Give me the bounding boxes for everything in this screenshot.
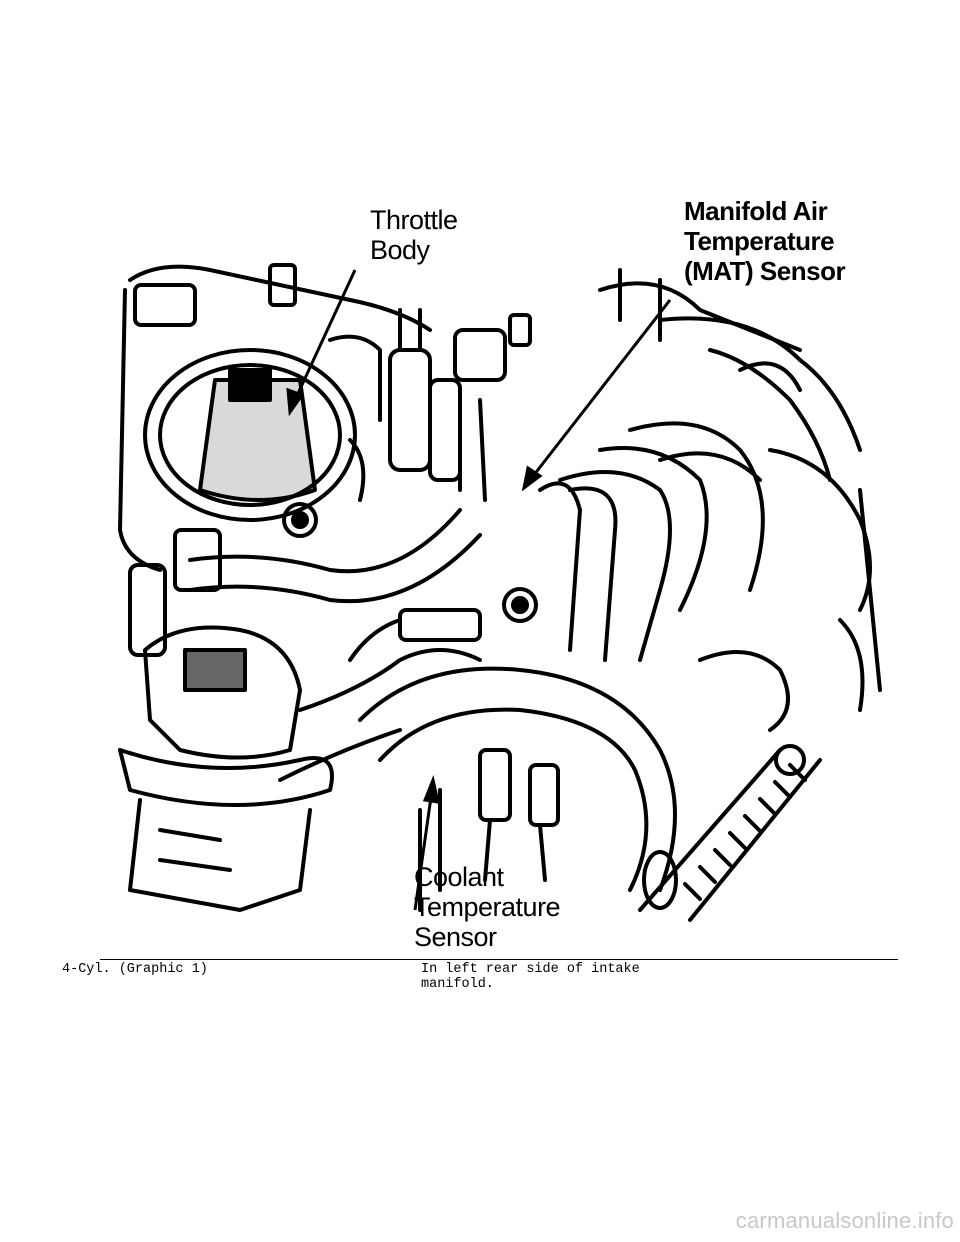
coolant-sensor-label: Coolant Temperature Sensor xyxy=(414,862,561,952)
watermark-text: carmanualsonline.info xyxy=(735,1208,954,1233)
hose-lower xyxy=(358,666,677,892)
leader-coolant-sensor xyxy=(413,789,434,911)
caption-location-line1: In left rear side of intake xyxy=(421,962,640,977)
corrugated-hose xyxy=(638,748,782,912)
caption-location: In left rear side of intake manifold. xyxy=(421,962,640,992)
mat-sensor-label: Manifold Air Temperature (MAT) Sensor xyxy=(684,196,846,286)
throttle-body-ring xyxy=(143,348,357,522)
hose-upper xyxy=(188,508,462,574)
caption-engine-type: 4-Cyl. (Graphic 1) xyxy=(62,962,208,977)
throttle-body-label: Throttle Body xyxy=(370,205,458,265)
leader-mat-sensor xyxy=(528,299,672,481)
canister xyxy=(143,625,302,760)
caption-divider xyxy=(100,959,898,960)
leader-throttle-body xyxy=(293,269,357,401)
caption-location-line2: manifold. xyxy=(421,977,494,992)
hose-right-1 xyxy=(538,481,582,652)
engine-illustration xyxy=(118,263,882,922)
engine-cover-outline xyxy=(128,264,432,332)
